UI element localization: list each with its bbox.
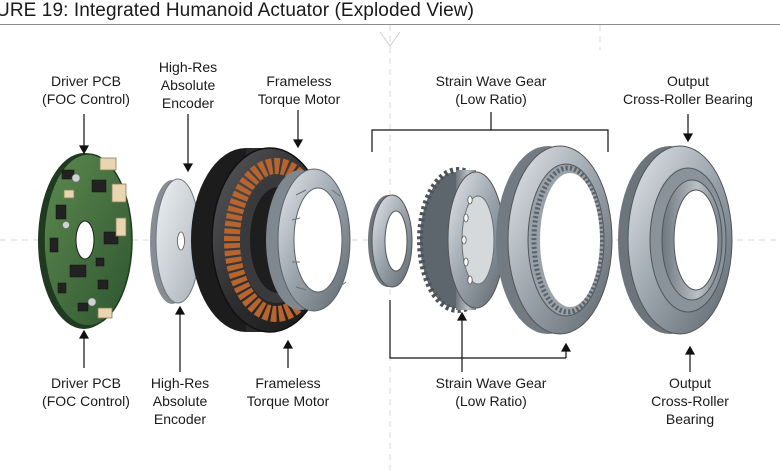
label-top-motor: Frameless Torque Motor [258,72,340,108]
label-line: Strain Wave Gear [435,73,547,89]
label-line: (Low Ratio) [455,393,527,409]
figure-title: URE 19: Integrated Humanoid Actuator (Ex… [0,0,475,21]
frameless-motor [191,147,351,333]
label-line: Frameless [266,73,332,89]
label-line: High-Res [150,375,210,391]
construction-arrow-mark [379,31,401,47]
label-line: Absolute [160,77,216,93]
label-line: Cross-Roller [651,393,729,409]
label-line: Torque Motor [246,393,330,409]
label-line: Output [668,375,712,391]
label-line: (FOC Control) [42,393,130,409]
pcb-center-hole [75,220,95,260]
label-bottom-gear: Strain Wave Gear (Low Ratio) [436,374,547,410]
pcb-connectors [63,157,127,319]
wave-generator-ring [368,194,413,288]
label-line: Absolute [152,393,208,409]
driver-pcb [38,153,133,329]
label-line: Bearing [665,411,715,427]
label-line: Driver PCB [50,73,121,89]
label-line: (FOC Control) [42,91,130,107]
label-top-driver-pcb: Driver PCB (FOC Control) [42,72,130,108]
label-top-bearing: Output Cross-Roller Bearing [623,72,753,108]
label-line: (Low Ratio) [455,91,527,107]
encoder-disk [150,178,201,304]
label-line: Encoder [161,95,215,111]
label-bottom-motor: Frameless Torque Motor [247,374,329,410]
label-bottom-encoder: High-Res Absolute Encoder [151,374,209,428]
flexspline-gear [417,167,505,313]
label-line: Output [666,73,710,89]
label-bottom-bearing: Output Cross-Roller Bearing [651,374,729,428]
label-line: Driver PCB [50,375,121,391]
title-divider [0,24,780,25]
flexspline-bolt-holes [461,195,473,285]
label-top-encoder: High-Res Absolute Encoder [159,58,217,112]
pcb-components [49,169,119,312]
circular-spline [496,145,613,335]
label-line: High-Res [158,59,218,75]
pcb-capacitors [62,173,97,307]
callout-leaders [78,110,696,372]
encoder-center-hole [177,231,185,251]
cross-roller-bearing [618,145,733,335]
label-line: Cross-Roller Bearing [623,91,753,107]
label-line: Encoder [153,411,207,427]
motor-rotor [266,168,351,312]
label-line: Strain Wave Gear [435,375,547,391]
label-top-gear: Strain Wave Gear (Low Ratio) [436,72,547,108]
label-line: Frameless [255,375,321,391]
label-bottom-driver-pcb: Driver PCB (FOC Control) [42,374,130,410]
label-line: Torque Motor [257,91,341,107]
